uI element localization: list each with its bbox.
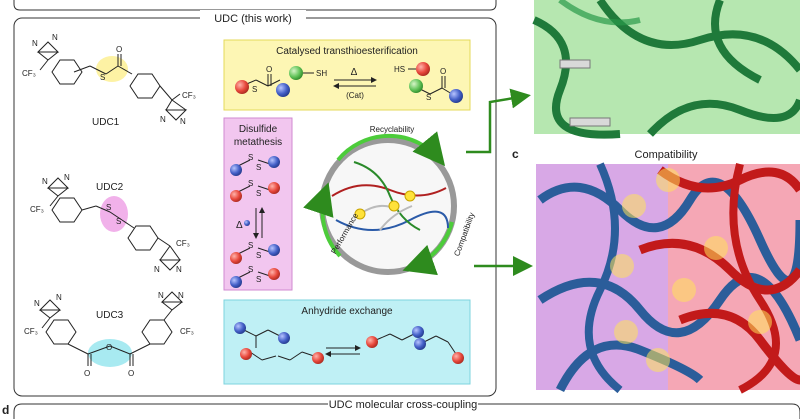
molecule-udc2 xyxy=(46,177,182,271)
disulfide-s-1b: S xyxy=(256,163,261,172)
udc1-cf3-right: CF₃ xyxy=(182,91,196,100)
udc1-n-2: N xyxy=(52,33,58,42)
transthio-cat: (Cat) xyxy=(346,91,364,100)
disulfide-s-3a: S xyxy=(248,241,253,250)
arrow-to-top-panel xyxy=(466,88,531,154)
disulfide-delta: Δ xyxy=(236,220,243,231)
udc2-cf3-right: CF₃ xyxy=(176,239,190,248)
udc3-n-1: N xyxy=(34,299,40,308)
anhydride-box xyxy=(223,299,471,385)
transthio-delta: Δ xyxy=(351,67,358,78)
disulfide-equilibrium-arrows xyxy=(244,207,265,239)
udc3-n-3: N xyxy=(158,291,164,300)
disulfide-s-4b: S xyxy=(256,275,261,284)
transthio-hs: HS xyxy=(394,65,405,74)
udc3-o-bridge: O xyxy=(106,343,112,352)
udc3-label: UDC3 xyxy=(96,310,124,321)
recyclability-cycle xyxy=(303,131,457,276)
transthio-right-products xyxy=(408,62,463,103)
molecule-udc1 xyxy=(36,41,188,121)
anh-atom-4 xyxy=(312,352,324,364)
disulfide-title-2: metathesis xyxy=(234,137,282,148)
udc1-n-4: N xyxy=(180,117,186,126)
anh-atom-1 xyxy=(234,322,246,334)
udc3-o-right: O xyxy=(128,369,134,378)
molecule-udc3 xyxy=(38,291,184,367)
udc2-label: UDC2 xyxy=(96,182,124,193)
udc2-n-2: N xyxy=(64,173,70,182)
anh-atom-3 xyxy=(240,348,252,360)
anh-atom-6 xyxy=(412,326,424,338)
section-d-title-bg xyxy=(328,397,478,411)
anhydride-title: Anhydride exchange xyxy=(301,306,393,317)
disulfide-s-4a: S xyxy=(248,265,253,274)
transthio-s-left: S xyxy=(252,85,257,94)
transthio-thiol xyxy=(289,66,314,80)
udc1-o: O xyxy=(116,45,122,54)
anh-atom-8 xyxy=(452,352,464,364)
anhydride-reactants xyxy=(243,329,315,361)
transthio-s-right: S xyxy=(426,93,431,102)
udc3-n-2: N xyxy=(56,293,62,302)
disulfide-s-3b: S xyxy=(256,251,261,260)
transthio-o-right: O xyxy=(440,67,446,76)
transthio-o-left: O xyxy=(266,65,272,74)
udc2-s2: S xyxy=(116,217,121,226)
udc2-n-4: N xyxy=(176,265,182,274)
disulfide-pair-1 xyxy=(230,156,280,202)
transthio-left-molecule xyxy=(235,74,290,97)
anh-atom-5 xyxy=(366,336,378,348)
equilibrium-arrows-top xyxy=(333,77,377,89)
udc1-n-3: N xyxy=(160,115,166,124)
panel-c-title: Compatibility xyxy=(635,149,698,161)
udc3-cf3-left: CF₃ xyxy=(24,327,38,336)
disulfide-title-1: Disulfide xyxy=(239,124,278,135)
disulfide-s-2b: S xyxy=(256,189,261,198)
udc2-cf3-left: CF₃ xyxy=(30,205,44,214)
transthioesterification-box xyxy=(223,39,471,111)
udc1-n-1: N xyxy=(32,39,38,48)
udc1-cf3-left: CF₃ xyxy=(22,69,36,78)
section-d-title: UDC molecular cross-coupling xyxy=(329,399,478,411)
udc2-s1: S xyxy=(106,203,111,212)
udc3-o-left: O xyxy=(84,369,90,378)
disulfide-pair-2 xyxy=(230,244,280,288)
udc1-label: UDC1 xyxy=(92,117,120,128)
cycle-recyclability: Recyclability xyxy=(370,125,414,134)
anh-atom-7 xyxy=(414,338,426,350)
compatibility-network-panel xyxy=(536,162,800,394)
udc2-n-1: N xyxy=(42,177,48,186)
transthioesterification-title: Catalysed transthioesterification xyxy=(276,46,418,57)
udc-title: UDC (this work) xyxy=(214,13,292,25)
section-d-letter: d xyxy=(2,403,9,417)
udc3-n-4: N xyxy=(178,291,184,300)
udc-title-bg xyxy=(200,10,306,26)
udc1-s: S xyxy=(100,73,105,82)
green-network-panel xyxy=(532,0,800,139)
anh-atom-2 xyxy=(278,332,290,344)
udc3-cf3-right: CF₃ xyxy=(180,327,194,336)
disulfide-s-2a: S xyxy=(248,179,253,188)
panel-c-letter: c xyxy=(512,147,519,161)
transthio-sh: SH xyxy=(316,69,327,78)
disulfide-s-1a: S xyxy=(248,153,253,162)
udc2-n-3: N xyxy=(154,265,160,274)
anhydride-equilibrium-arrows xyxy=(325,345,361,357)
top-panel-edge xyxy=(13,0,497,11)
anhydride-products xyxy=(375,333,457,355)
